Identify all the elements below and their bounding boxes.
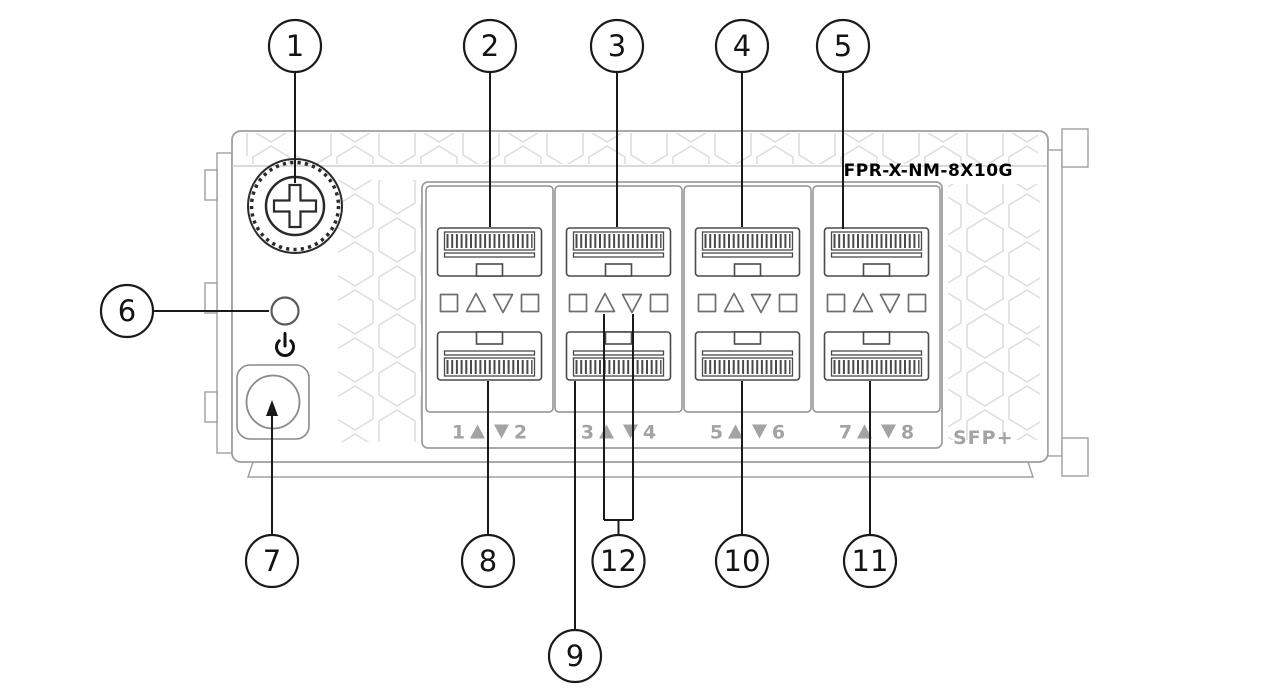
triangle-up-icon bbox=[857, 424, 872, 439]
triangle-up-led-icon bbox=[594, 292, 616, 313]
triangle-down-icon bbox=[752, 424, 767, 439]
triangle-down-icon bbox=[881, 424, 896, 439]
top-vent-hexagons bbox=[246, 133, 1038, 164]
port-number-label: 1 bbox=[452, 422, 465, 444]
port-number-label: 7 bbox=[839, 422, 852, 444]
callout-4-number: 4 bbox=[733, 29, 751, 63]
sfp-port-6-cage bbox=[696, 332, 800, 380]
left-bracket bbox=[216, 152, 233, 454]
power-led-circle bbox=[270, 296, 300, 326]
triangle-down-led-icon bbox=[750, 293, 772, 314]
callout-9-number: 9 bbox=[566, 639, 584, 673]
port-number-label: 3 bbox=[581, 422, 594, 444]
callout-8: 8 bbox=[460, 533, 516, 589]
callout-5: 5 bbox=[815, 18, 871, 74]
callout-leader-lines bbox=[153, 72, 871, 630]
bottom-lip bbox=[247, 461, 1034, 478]
triangle-up-led-icon bbox=[465, 292, 487, 313]
callout-6: 6 bbox=[99, 283, 155, 339]
port-number-label: 2 bbox=[514, 422, 527, 444]
triangle-down-led-icon bbox=[621, 293, 643, 314]
triangle-up-icon bbox=[599, 424, 614, 439]
square-led-icon bbox=[520, 293, 540, 313]
callout-1: 1 bbox=[267, 18, 323, 74]
port-block-4-leds bbox=[826, 292, 927, 314]
callout-12-number: 12 bbox=[600, 544, 637, 578]
right-rail bbox=[1047, 149, 1063, 457]
power-icon bbox=[275, 332, 295, 357]
callout-8-number: 8 bbox=[479, 544, 497, 578]
port-pair-labels: 1 2 3 4 5 6 7 8 bbox=[452, 422, 914, 444]
left-bracket-tab bbox=[204, 282, 218, 314]
callout-3: 3 bbox=[589, 18, 645, 74]
square-led-icon bbox=[439, 293, 459, 313]
port-block-3-leds bbox=[697, 292, 798, 314]
sfp-port-1-cage bbox=[438, 228, 542, 276]
triangle-down-led-icon bbox=[879, 293, 901, 314]
callout-10: 10 bbox=[714, 533, 770, 589]
square-led-icon bbox=[649, 293, 669, 313]
triangle-down-icon bbox=[623, 424, 638, 439]
right-rail-bottom-tab bbox=[1061, 437, 1089, 477]
sfp-port-3-cage bbox=[567, 228, 671, 276]
triangle-up-icon bbox=[728, 424, 743, 439]
sfp-port-2-cage bbox=[438, 332, 542, 380]
module-model-label: FPR-X-NM-8X10G bbox=[844, 161, 1013, 181]
callout-12: 12 bbox=[591, 533, 646, 589]
triangle-down-led-icon bbox=[492, 293, 514, 314]
left-bracket-tab bbox=[204, 169, 218, 201]
port-number-label: 4 bbox=[643, 422, 656, 444]
left-vent-hexagons bbox=[338, 180, 422, 442]
callouts: 1 2 3 4 5 6 7 8 bbox=[99, 18, 898, 684]
callout-11-number: 11 bbox=[852, 544, 889, 578]
callout-1-number: 1 bbox=[286, 29, 304, 63]
right-rail-top-tab bbox=[1061, 128, 1089, 168]
square-led-icon bbox=[778, 293, 798, 313]
callout-7: 7 bbox=[244, 533, 300, 589]
port-number-label: 6 bbox=[772, 422, 785, 444]
callout-7-number: 7 bbox=[263, 544, 281, 578]
square-led-icon bbox=[568, 293, 588, 313]
thumbscrew-knurl-ticks bbox=[249, 160, 341, 252]
callout-11: 11 bbox=[842, 533, 898, 589]
power-led bbox=[270, 296, 300, 357]
right-vent-hexagons bbox=[948, 184, 1040, 440]
sfp-port-7-cage bbox=[825, 228, 929, 276]
port-block-2-leds bbox=[568, 292, 669, 314]
sfp-port-4-cage bbox=[567, 332, 671, 380]
arrowhead-icon bbox=[266, 400, 278, 416]
callout-5-number: 5 bbox=[834, 29, 852, 63]
callout-4: 4 bbox=[714, 18, 770, 74]
callout-2: 2 bbox=[462, 18, 518, 74]
square-led-icon bbox=[826, 293, 846, 313]
phillips-screw-icon bbox=[272, 183, 318, 229]
callout-3-number: 3 bbox=[608, 29, 626, 63]
port-type-label: SFP+ bbox=[953, 427, 1014, 449]
reset-button bbox=[236, 364, 310, 440]
port-number-label: 8 bbox=[901, 422, 914, 444]
callout-9: 9 bbox=[547, 628, 603, 684]
sfp-port-8-cage bbox=[825, 332, 929, 380]
ports-area: 1 2 3 4 5 6 7 8 bbox=[421, 181, 943, 449]
triangle-down-icon bbox=[494, 424, 509, 439]
callout-10-number: 10 bbox=[724, 544, 761, 578]
triangle-up-led-icon bbox=[723, 292, 745, 313]
leader-bracket-12 bbox=[603, 314, 634, 535]
callout-2-number: 2 bbox=[481, 29, 499, 63]
port-number-label: 5 bbox=[710, 422, 723, 444]
sfp-port-5-cage bbox=[696, 228, 800, 276]
callout-6-number: 6 bbox=[118, 294, 136, 328]
square-led-icon bbox=[697, 293, 717, 313]
triangle-up-led-icon bbox=[852, 292, 874, 313]
port-block-1-leds bbox=[439, 292, 540, 314]
left-bracket-tab bbox=[204, 391, 218, 423]
square-led-icon bbox=[907, 293, 927, 313]
triangle-up-icon bbox=[470, 424, 485, 439]
